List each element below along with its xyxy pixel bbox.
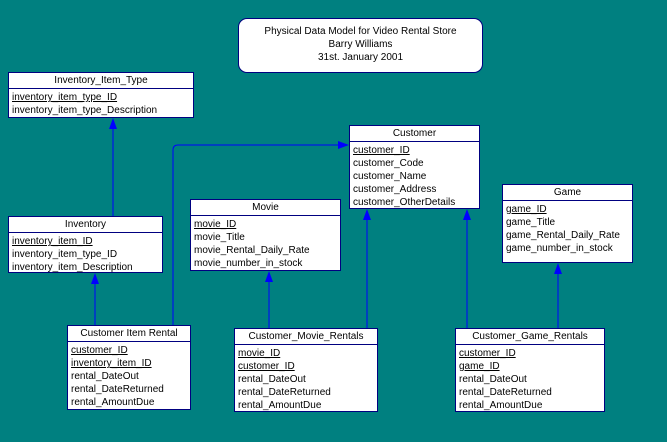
attribute-pk: movie_ID [238,348,281,359]
entity-name: Inventory [9,217,162,233]
connector-item-rental-to-customer [172,144,340,325]
arrowhead-game [554,263,562,274]
attribute-pk: movie_ID [194,219,237,230]
attribute: inventory_item_Description [12,262,133,273]
attribute-pk: game_ID [506,204,547,215]
attribute: rental_DateReturned [238,387,331,398]
entity-name: Game [503,185,632,201]
entity-name: Inventory_Item_Type [9,73,193,89]
entity-movie[interactable]: Movie movie_ID movie_Title movie_Rental_… [190,199,341,271]
entity-name: Customer Item Rental [68,326,190,342]
attribute: rental_AmountDue [238,400,322,411]
arrowhead-customer-from-movie-rentals [363,209,371,220]
arrowhead-movie [265,271,273,282]
entity-name: Customer_Game_Rentals [456,329,604,345]
attribute: movie_number_in_stock [194,258,303,269]
attribute: customer_Code [353,158,424,169]
attribute: inventory_item_type_Description [12,105,158,116]
entity-inventory-item-type[interactable]: Inventory_Item_Type inventory_item_type_… [8,72,194,118]
attribute: rental_AmountDue [459,400,543,411]
attribute-pk: inventory_item_ID [12,236,93,247]
attribute-pk: customer_ID [353,145,410,156]
diagram-date: 31st. January 2001 [317,52,404,63]
attribute: movie_Rental_Daily_Rate [194,245,310,256]
attribute-pk: inventory_item_type_ID [12,92,118,103]
entity-game[interactable]: Game game_ID game_Title game_Rental_Dail… [502,184,633,263]
entity-inventory[interactable]: Inventory inventory_item_ID inventory_it… [8,216,163,273]
entity-customer-game-rentals[interactable]: Customer_Game_Rentals customer_ID game_I… [455,328,605,412]
entity-customer-movie-rentals[interactable]: Customer_Movie_Rentals movie_ID customer… [234,328,378,412]
attribute-pk: customer_ID [459,348,516,359]
attribute: movie_Title [194,232,245,243]
attribute-pk: game_ID [459,361,500,372]
attribute: rental_DateReturned [459,387,552,398]
entity-customer-item-rental[interactable]: Customer Item Rental customer_ID invento… [67,325,191,410]
attribute: customer_Name [353,171,427,182]
attribute: rental_DateOut [238,374,306,385]
entity-name: Movie [191,200,340,216]
attribute: customer_Address [353,184,437,195]
attribute: customer_OtherDetails [353,197,456,208]
entity-name: Customer [350,126,479,142]
attribute: rental_DateOut [459,374,527,385]
arrowhead-customer-left [338,141,349,149]
attribute: rental_DateOut [71,371,139,382]
entity-customer[interactable]: Customer customer_ID customer_Code custo… [349,125,480,209]
attribute: game_number_in_stock [506,243,613,254]
arrowhead-inventory [91,273,99,284]
attribute: game_Title [506,217,556,228]
entity-name: Customer_Movie_Rentals [235,329,377,345]
attribute: inventory_item_type_ID [12,249,118,260]
attribute: game_Rental_Daily_Rate [506,230,620,241]
diagram-title-box: Physical Data Model for Video Rental Sto… [238,18,483,73]
attribute-pk: inventory_item_ID [71,358,152,369]
attribute: rental_DateReturned [71,384,164,395]
attribute-pk: customer_ID [71,345,128,356]
arrowhead-inventory-item-type [109,118,117,129]
diagram-title: Physical Data Model for Video Rental Sto… [264,26,457,37]
diagram-author: Barry Williams [328,39,393,50]
attribute-pk: customer_ID [238,361,295,372]
arrowhead-customer-from-game-rentals [463,209,471,220]
attribute: rental_AmountDue [71,397,155,408]
